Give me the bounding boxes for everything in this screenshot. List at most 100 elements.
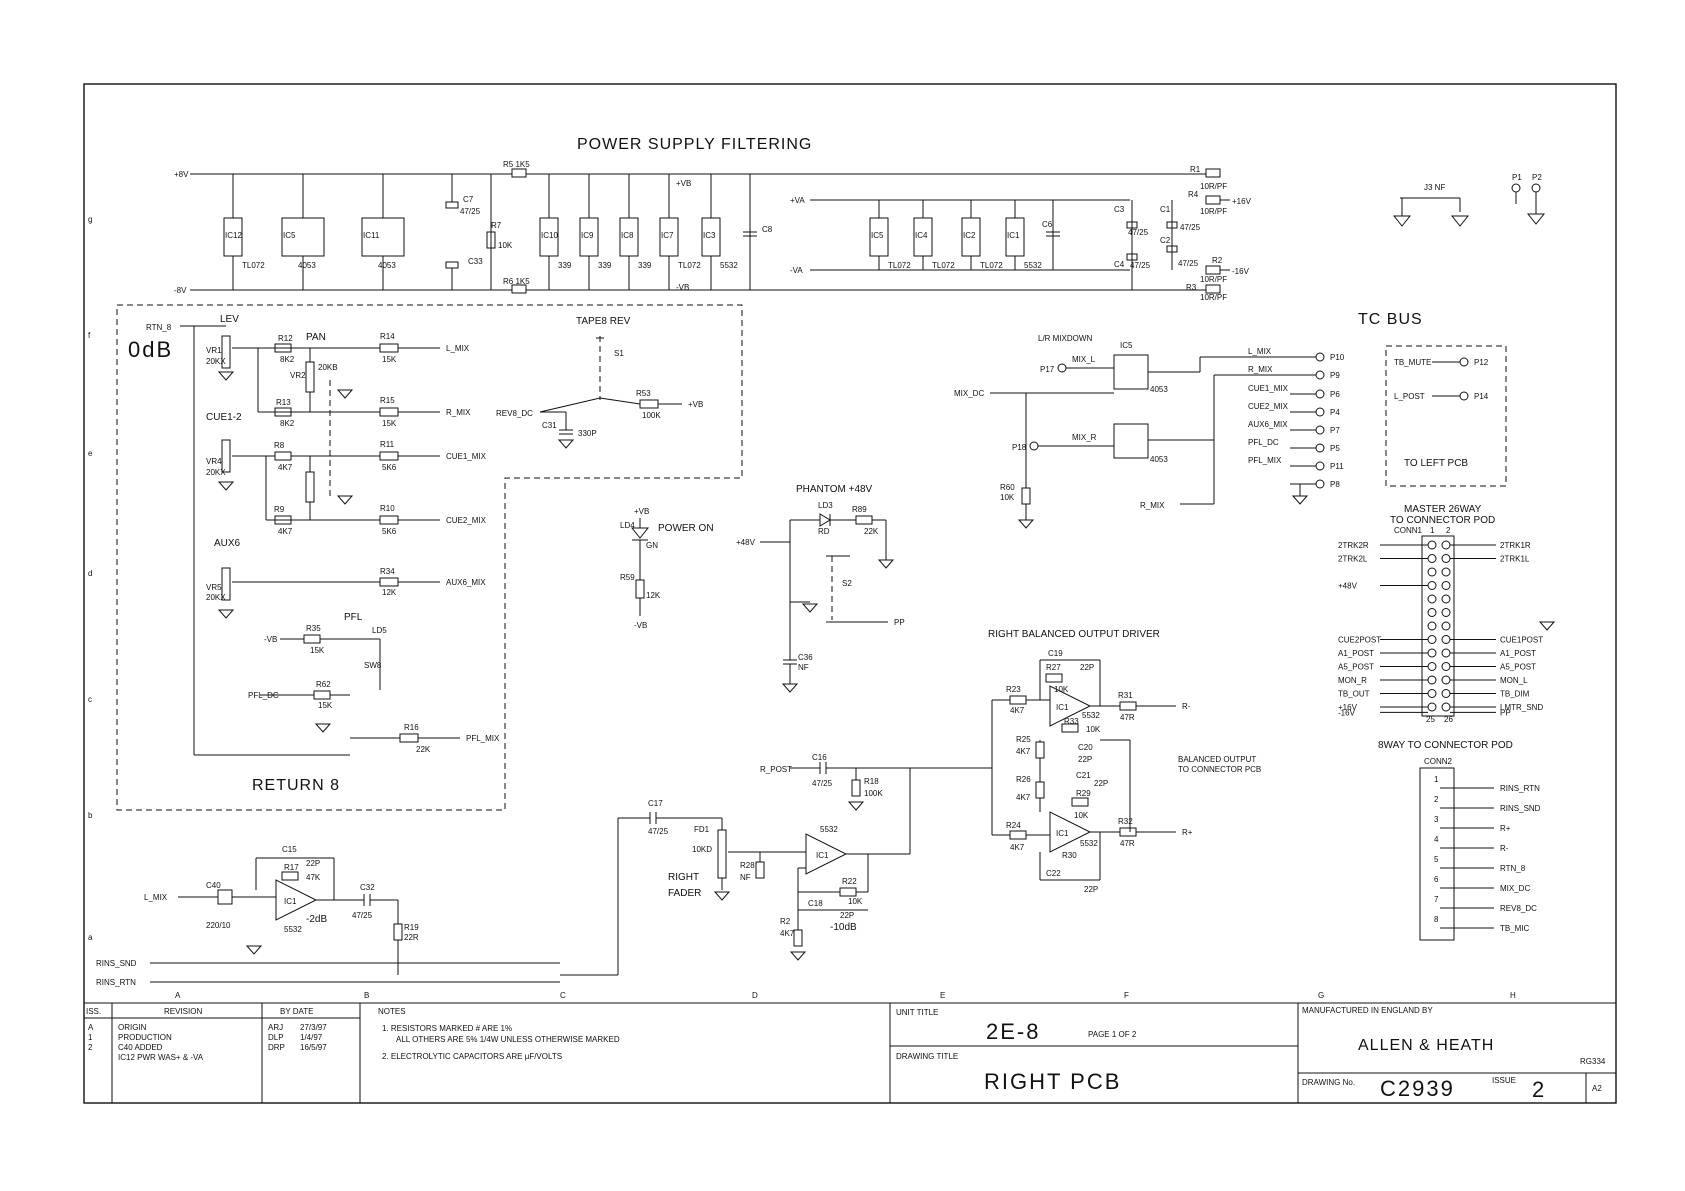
grid-col-F: F	[1124, 991, 1129, 1000]
mixdown-title: L/R MIXDOWN	[1038, 334, 1092, 343]
c8-label: C8	[762, 225, 773, 234]
r15-label: R15	[380, 396, 395, 405]
r62-label: R62	[316, 680, 331, 689]
eightway-signal: MIX_DC	[1500, 884, 1530, 893]
grid-row-f: f	[88, 331, 91, 340]
c7-label: C7	[463, 195, 474, 204]
pin-pad	[1441, 581, 1451, 590]
rev-date: 16/5/97	[300, 1043, 327, 1052]
master-title-2: TO CONNECTOR POD	[1390, 515, 1495, 526]
s1-label: S1	[614, 349, 624, 358]
tb-drawing-no: C2939	[1380, 1076, 1455, 1101]
return8-title: RETURN 8	[252, 777, 340, 794]
grid-col-D: D	[752, 991, 758, 1000]
r14-value: 15K	[382, 355, 397, 364]
r30-label: R30	[1062, 851, 1077, 860]
p2-label: P2	[1532, 173, 1542, 182]
p48-in: +48V	[736, 538, 756, 547]
eightway-pin-number: 7	[1434, 895, 1439, 904]
r22-label: R22	[842, 877, 857, 886]
pin-pad	[1441, 702, 1451, 712]
eightway-signal: RINS_RTN	[1500, 784, 1540, 793]
minus-vb-label: -VB	[264, 635, 277, 644]
tb-company: ALLEN & HEATH	[1358, 1037, 1494, 1054]
r17-label: R17	[284, 863, 299, 872]
c20-label: C20	[1078, 743, 1093, 752]
r60-value: 10K	[1000, 493, 1015, 502]
vr5-value: 20KX	[206, 593, 226, 602]
r89-label: R89	[852, 505, 867, 514]
r34-value: 12K	[382, 588, 397, 597]
drawing-border	[83, 83, 1617, 1104]
master-right-signal: 2TRK1L	[1500, 555, 1530, 564]
lmix-amp-section: L_MIX C40 220/10 IC1 5532 -2dB C15 22P R…	[96, 845, 560, 987]
right-fader-label-2: FADER	[668, 888, 701, 899]
r7-value: 10K	[498, 241, 513, 250]
eightway-signal: R+	[1500, 824, 1511, 833]
master-left-signal: CUE2POST	[1338, 636, 1381, 645]
eightway-signal: RINS_SND	[1500, 804, 1541, 813]
rev-text: PRODUCTION	[118, 1033, 172, 1042]
pin-pad	[1427, 540, 1437, 550]
power-on-section: +VB LD4 GN POWER ON R59 12K -VB	[620, 507, 714, 630]
master-left-signal: 2TRK2L	[1338, 555, 1368, 564]
master-left-signal: -16V	[1338, 708, 1356, 717]
eightway-signal: RTN_8	[1500, 864, 1526, 873]
mix-out-signal: PFL_DC	[1248, 438, 1279, 447]
pin-pad	[1315, 407, 1325, 417]
grid-col-B: B	[364, 991, 369, 1000]
r8-label: R8	[274, 441, 285, 450]
master-right-signal: A5_POST	[1500, 663, 1536, 672]
pin-pad	[1315, 443, 1325, 453]
ic-part: 339	[558, 261, 572, 270]
ground-symbol	[1291, 495, 1309, 505]
r12-value: 8K2	[280, 355, 295, 364]
mix-dc-in: MIX_DC	[954, 389, 984, 398]
tb-note-1: 1. RESISTORS MARKED # ARE 1%	[382, 1024, 512, 1033]
master-right-signal: MON_L	[1500, 676, 1528, 685]
eightway-pin-number: 8	[1434, 915, 1439, 924]
r24-label: R24	[1006, 821, 1021, 830]
r35-label: R35	[306, 624, 321, 633]
master-right-signal: TB_DIM	[1500, 690, 1530, 699]
r2-value: 4K7	[780, 929, 795, 938]
rev-date: 27/3/97	[300, 1023, 327, 1032]
rev-iss: 1	[88, 1033, 93, 1042]
r5-label: R5 1K5	[503, 160, 530, 169]
r31-value: 47R	[1120, 713, 1135, 722]
fd1-value: 10KD	[692, 845, 712, 854]
master-right-signal: A1_POST	[1500, 649, 1536, 658]
grid-col-A: A	[175, 991, 181, 1000]
eightway-pins: 1RINS_RTN2RINS_SND3R+4R-5RTN_86MIX_DC7RE…	[1434, 775, 1541, 933]
vr4-label: VR4	[206, 457, 222, 466]
vr1-label: VR1	[206, 346, 222, 355]
r27-value: 10K	[1054, 685, 1069, 694]
rev-iss: 2	[88, 1043, 93, 1052]
tb-unit-title-header: UNIT TITLE	[896, 1008, 938, 1017]
r29-label: R29	[1076, 789, 1091, 798]
r28-value: NF	[740, 873, 751, 882]
tb-drawing-title: RIGHT PCB	[984, 1069, 1121, 1094]
r-plus-out: R+	[1182, 828, 1193, 837]
master-bottom2: 26	[1444, 715, 1453, 724]
vr4-value: 20KX	[206, 468, 226, 477]
c31-label: C31	[542, 421, 557, 430]
tb-note-1b: ALL OTHERS ARE 5% 1/4W UNLESS OTHERWISE …	[396, 1035, 620, 1044]
r17-value: 47K	[306, 873, 321, 882]
c16-label: C16	[812, 753, 827, 762]
c4-label: C4	[1114, 260, 1125, 269]
tb-revision-header: REVISION	[164, 1007, 202, 1016]
tape-rev-title: TAPE8 REV	[576, 316, 631, 327]
pin-pad	[1427, 567, 1437, 577]
fd1-label: FD1	[694, 825, 710, 834]
mix-out-signal: CUE1_MIX	[1248, 384, 1289, 393]
ic-name: IC12	[225, 231, 242, 240]
c32-value: 47/25	[352, 911, 373, 920]
mix-out-pin: P10	[1330, 353, 1345, 362]
vr2-label: VR2	[290, 371, 306, 380]
ic1-lmix: IC1	[284, 897, 297, 906]
r34-label: R34	[380, 567, 395, 576]
c17-value: 47/25	[648, 827, 669, 836]
